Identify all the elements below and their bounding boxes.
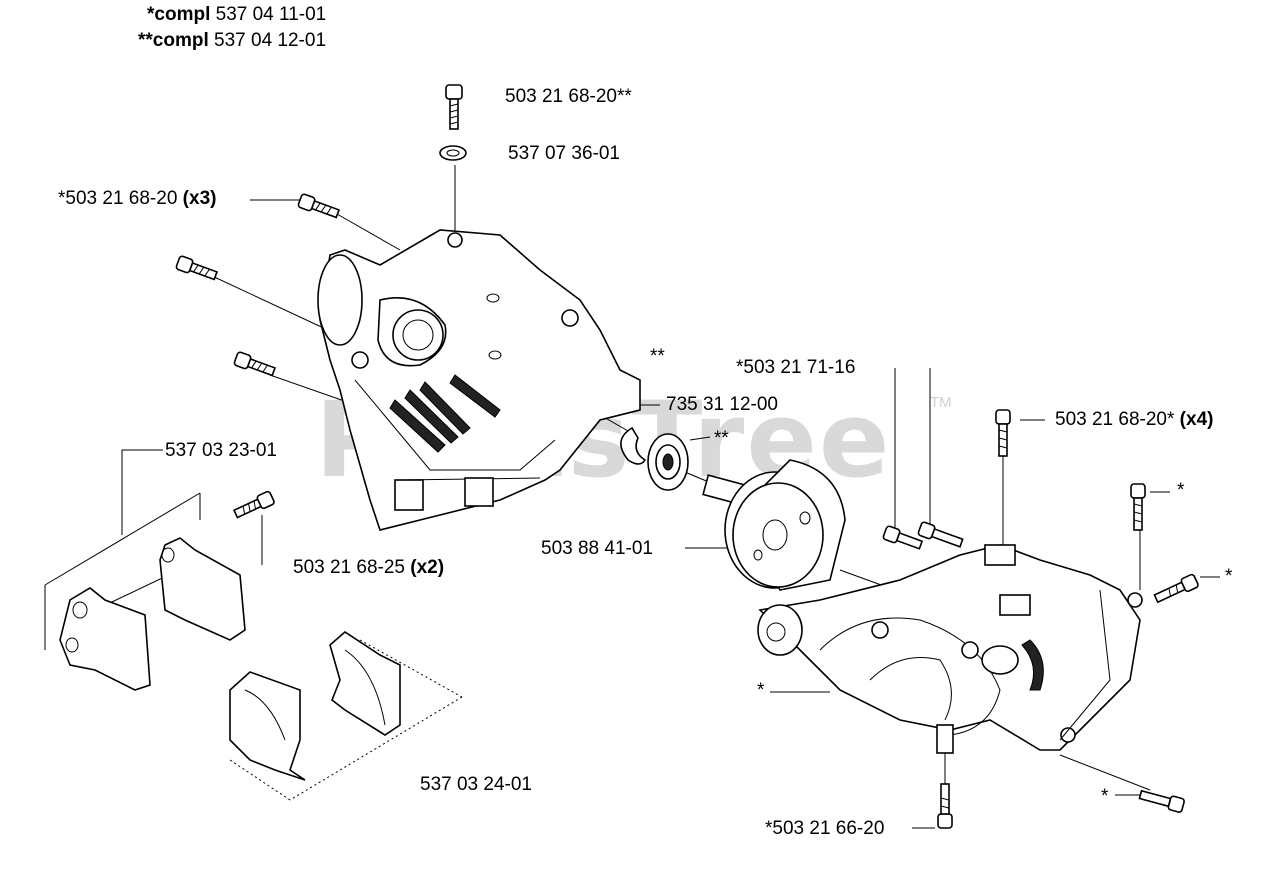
trademark-mark: TM	[930, 394, 952, 411]
clamp-bottom-left	[229, 671, 306, 781]
label-left-screws-qty: (x3)	[182, 188, 217, 209]
compl-number-2: 537 04 12-01	[214, 30, 327, 51]
label-star-right-1: *	[1177, 480, 1185, 501]
label-stud-top: *503 21 71-16	[736, 357, 856, 378]
label-star-right-2: *	[1225, 566, 1233, 587]
cooling-fins	[389, 374, 501, 453]
compl-label-2: **compl 537 04 12-01	[138, 30, 326, 52]
compl-label-1: *compl 537 04 11-01	[147, 4, 326, 26]
compl-prefix-2: **compl	[138, 30, 209, 51]
label-washer: 537 07 36-01	[508, 143, 620, 164]
label-star-housing: *	[757, 680, 765, 701]
right-side-screw	[1153, 573, 1199, 604]
label-clamp-bottom: 537 03 24-01	[420, 774, 532, 795]
left-screw-2	[175, 255, 218, 281]
label-left-screws: *503 21 68-20 (x3)	[58, 188, 216, 210]
washer-part	[439, 145, 467, 161]
label-top-screw: 503 21 68-20**	[505, 86, 632, 107]
stud-screw-1	[882, 525, 924, 550]
clamp-screw	[232, 490, 275, 519]
clutch-drum-part	[702, 459, 846, 591]
bottom-right-screw	[1138, 789, 1185, 813]
label-bottom-screw: *503 21 66-20	[765, 818, 885, 839]
top-screw-part	[445, 84, 463, 130]
label-right-screw-qty: (x4)	[1179, 409, 1214, 430]
label-left-screws-number: *503 21 68-20	[58, 188, 178, 209]
label-clamp-screw-qty: (x2)	[410, 557, 445, 578]
clamp-bottom-right	[329, 630, 401, 736]
right-top-screw	[995, 409, 1011, 457]
compl-number-1: 537 04 11-01	[215, 4, 327, 25]
label-bearing-mark: **	[714, 428, 729, 449]
bearing-part	[647, 433, 689, 491]
label-clip: 735 31 12-00	[666, 394, 778, 415]
label-double-star: **	[650, 346, 665, 367]
label-clamp-screw: 503 21 68-25 (x2)	[293, 557, 444, 579]
label-right-screw: 503 21 68-20* (x4)	[1055, 409, 1213, 431]
label-clamp-screw-number: 503 21 68-25	[293, 557, 405, 578]
label-right-screw-number: 503 21 68-20*	[1055, 409, 1175, 430]
right-housing-part	[757, 544, 1143, 754]
label-clamp-left: 537 03 23-01	[165, 440, 277, 461]
bottom-stud	[937, 783, 953, 829]
right-vertical-screw	[1130, 483, 1146, 531]
clip-part	[620, 426, 647, 465]
compl-prefix-1: *compl	[147, 4, 211, 25]
clamp-left-outer	[59, 587, 151, 691]
left-screw-3	[233, 351, 276, 377]
clamp-left-inner	[159, 537, 246, 641]
left-screw-1	[297, 193, 340, 219]
label-clutch-drum: 503 88 41-01	[541, 538, 653, 559]
crankcase-half	[317, 229, 641, 531]
stud-screw-2	[917, 521, 964, 548]
label-star-bottom-right: *	[1101, 786, 1109, 807]
